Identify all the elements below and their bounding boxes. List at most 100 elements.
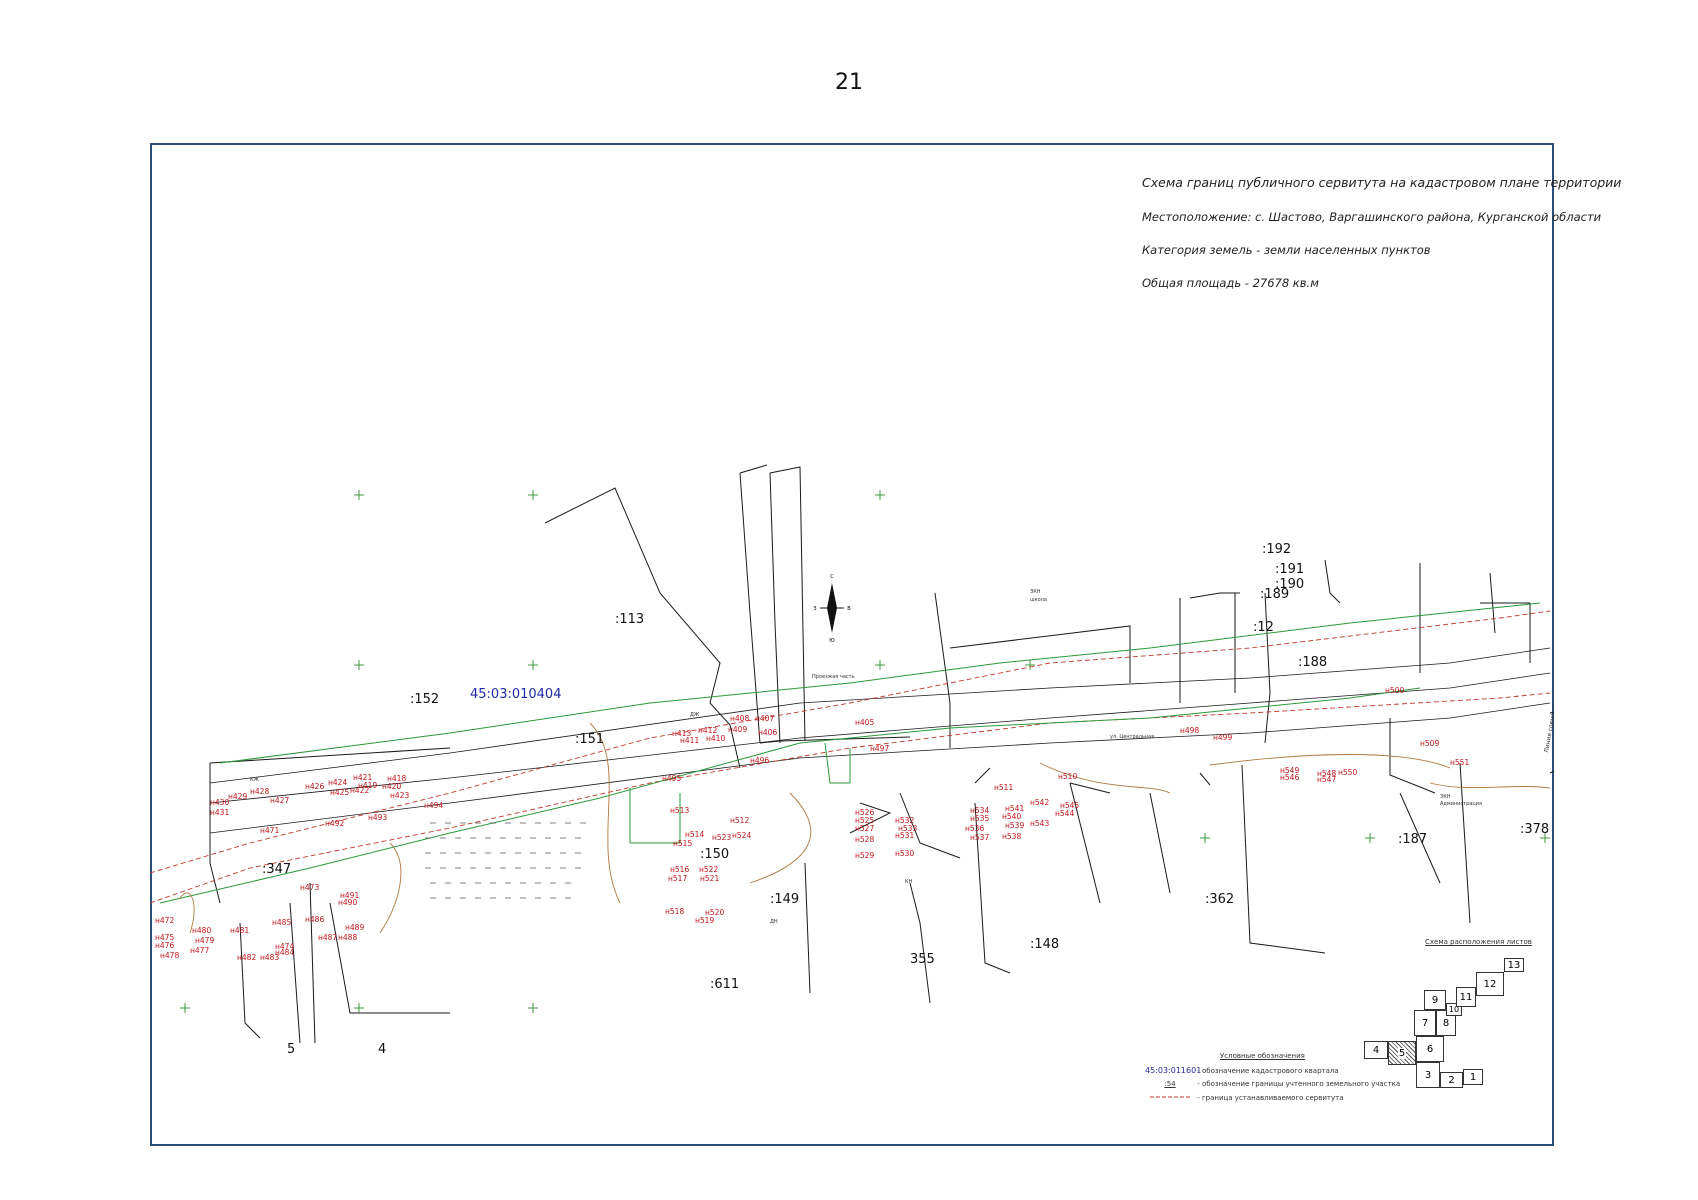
sheet-cell: 3 bbox=[1416, 1062, 1440, 1088]
legend-text: - обозначение кадастрового квартала bbox=[1197, 1067, 1339, 1075]
parcel-label: :152 bbox=[410, 692, 439, 707]
small-label: КЖ bbox=[250, 777, 260, 783]
point-label: н424 bbox=[328, 778, 347, 787]
small-label: КН bbox=[905, 879, 913, 885]
point-label: н495 bbox=[662, 774, 681, 783]
small-label: Проезжая часть bbox=[812, 674, 855, 680]
point-label: н544 bbox=[1055, 809, 1074, 818]
small-label: ДН bbox=[770, 919, 778, 925]
small-label: Администрация bbox=[1440, 801, 1482, 807]
location: Местоположение: с. Шастово, Варгашинског… bbox=[1142, 210, 1602, 224]
sheet-cell: 12 bbox=[1476, 972, 1504, 996]
point-label: н481 bbox=[230, 926, 249, 935]
parcel-label: 5 bbox=[287, 1042, 295, 1057]
parcel-label: :151 bbox=[575, 732, 604, 747]
sheet-cell: 13 bbox=[1504, 958, 1524, 972]
point-label: н428 bbox=[250, 787, 269, 796]
point-label: н547 bbox=[1317, 775, 1336, 784]
point-label: н492 bbox=[325, 819, 344, 828]
point-label: н528 bbox=[855, 835, 874, 844]
terrain-lines bbox=[179, 722, 1551, 934]
parcel-boundary bbox=[159, 602, 1541, 904]
point-label: н429 bbox=[228, 792, 247, 801]
point-label: н491 bbox=[340, 891, 359, 900]
point-label: н431 bbox=[210, 808, 229, 817]
legend-row: :54 - обозначение границы учтенного земе… bbox=[1145, 1080, 1400, 1088]
point-label: н483 bbox=[260, 953, 279, 962]
parcel-outlines bbox=[209, 464, 1554, 1044]
east-label: В bbox=[847, 606, 851, 612]
point-label: н518 bbox=[665, 907, 684, 916]
point-label: н497 bbox=[870, 744, 889, 753]
point-label: н472 bbox=[155, 916, 174, 925]
legend-row: 45:03:011601 - обозначение кадастрового … bbox=[1145, 1066, 1339, 1075]
point-label: н522 bbox=[699, 865, 718, 874]
point-label: н529 bbox=[855, 851, 874, 860]
parcel-label: :191 bbox=[1275, 562, 1304, 577]
point-label: н487 bbox=[318, 933, 337, 942]
point-label: н489 bbox=[345, 923, 364, 932]
north-arrow-icon: С Ю З В bbox=[813, 574, 851, 644]
point-label: н486 bbox=[305, 915, 324, 924]
point-label: н427 bbox=[270, 796, 289, 805]
point-label: н478 bbox=[160, 951, 179, 960]
sheet-cell: 6 bbox=[1416, 1036, 1444, 1062]
parcel-labels: :113 :152 :151 :347 :150 :149 :611 355 :… bbox=[262, 542, 1549, 1057]
point-label: н406 bbox=[758, 728, 777, 737]
point-label: н476 bbox=[155, 941, 174, 950]
south-label: Ю bbox=[829, 638, 835, 644]
point-label: н499 bbox=[1213, 733, 1232, 742]
point-label: н490 bbox=[338, 898, 357, 907]
parcel-label: :148 bbox=[1030, 937, 1059, 952]
point-label: н542 bbox=[1030, 798, 1049, 807]
point-label: н531 bbox=[895, 831, 914, 840]
parcel-label: :187 bbox=[1398, 832, 1427, 847]
point-label: н420 bbox=[382, 782, 401, 791]
legend-title: Условные обозначения bbox=[1220, 1052, 1305, 1060]
grid-crosses bbox=[180, 490, 1550, 1013]
map-title: Схема границ публичного сервитута на кад… bbox=[1142, 175, 1622, 190]
point-label: н411 bbox=[680, 736, 699, 745]
point-label: н533 bbox=[898, 824, 917, 833]
parcel-label: :611 bbox=[710, 977, 739, 992]
point-label: н494 bbox=[424, 801, 443, 810]
point-label: н511 bbox=[994, 783, 1013, 792]
point-label: н405 bbox=[855, 718, 874, 727]
point-label: н514 bbox=[685, 830, 704, 839]
point-label: н526 bbox=[855, 808, 874, 817]
parcel-label: :378 bbox=[1520, 822, 1549, 837]
point-label: н516 bbox=[670, 865, 689, 874]
land-category: Категория земель - земли населенных пунк… bbox=[1142, 243, 1431, 257]
pond-hatching bbox=[425, 822, 586, 899]
sheet-cell: 7 bbox=[1414, 1010, 1436, 1036]
point-label: н510 bbox=[1058, 772, 1077, 781]
point-label: н513 bbox=[670, 806, 689, 815]
point-label: н532 bbox=[895, 816, 914, 825]
parcel-label: 4 bbox=[378, 1042, 386, 1057]
point-label: н500 bbox=[1385, 686, 1404, 695]
parcel-label: :150 bbox=[700, 847, 729, 862]
point-label: н488 bbox=[338, 933, 357, 942]
legend-text: - обозначение границы учтенного земельно… bbox=[1197, 1080, 1401, 1088]
quarter-number: 45:03:010404 bbox=[470, 687, 561, 702]
legend-quarter-symbol: 45:03:011601 bbox=[1145, 1066, 1202, 1075]
point-label: н418 bbox=[387, 774, 406, 783]
sheet-cell-current: 5 bbox=[1388, 1041, 1416, 1065]
point-label: н498 bbox=[1180, 726, 1199, 735]
sheet-cell: 1 bbox=[1463, 1069, 1483, 1085]
cadastral-map: С Ю З В 45:03:010404 :113 :152 :151 :347… bbox=[150, 464, 1554, 1057]
point-labels: н405 н406 н407 н408 н409 н410 н411 н412 … bbox=[155, 686, 1469, 962]
point-label: н426 bbox=[305, 782, 324, 791]
small-label: ул. Центральная bbox=[1110, 734, 1154, 740]
point-label: н539 bbox=[1005, 821, 1024, 830]
point-label: н549 bbox=[1280, 766, 1299, 775]
point-label: н520 bbox=[705, 908, 724, 917]
point-label: н423 bbox=[390, 791, 409, 800]
point-label: н540 bbox=[1002, 812, 1021, 821]
point-label: н471 bbox=[260, 826, 279, 835]
point-label: н475 bbox=[155, 933, 174, 942]
point-label: н523 bbox=[712, 833, 731, 842]
point-label: н525 bbox=[855, 816, 874, 825]
legend-row: - граница устанавливаемого сервитута bbox=[1145, 1094, 1344, 1102]
parcel-label: :149 bbox=[770, 892, 799, 907]
